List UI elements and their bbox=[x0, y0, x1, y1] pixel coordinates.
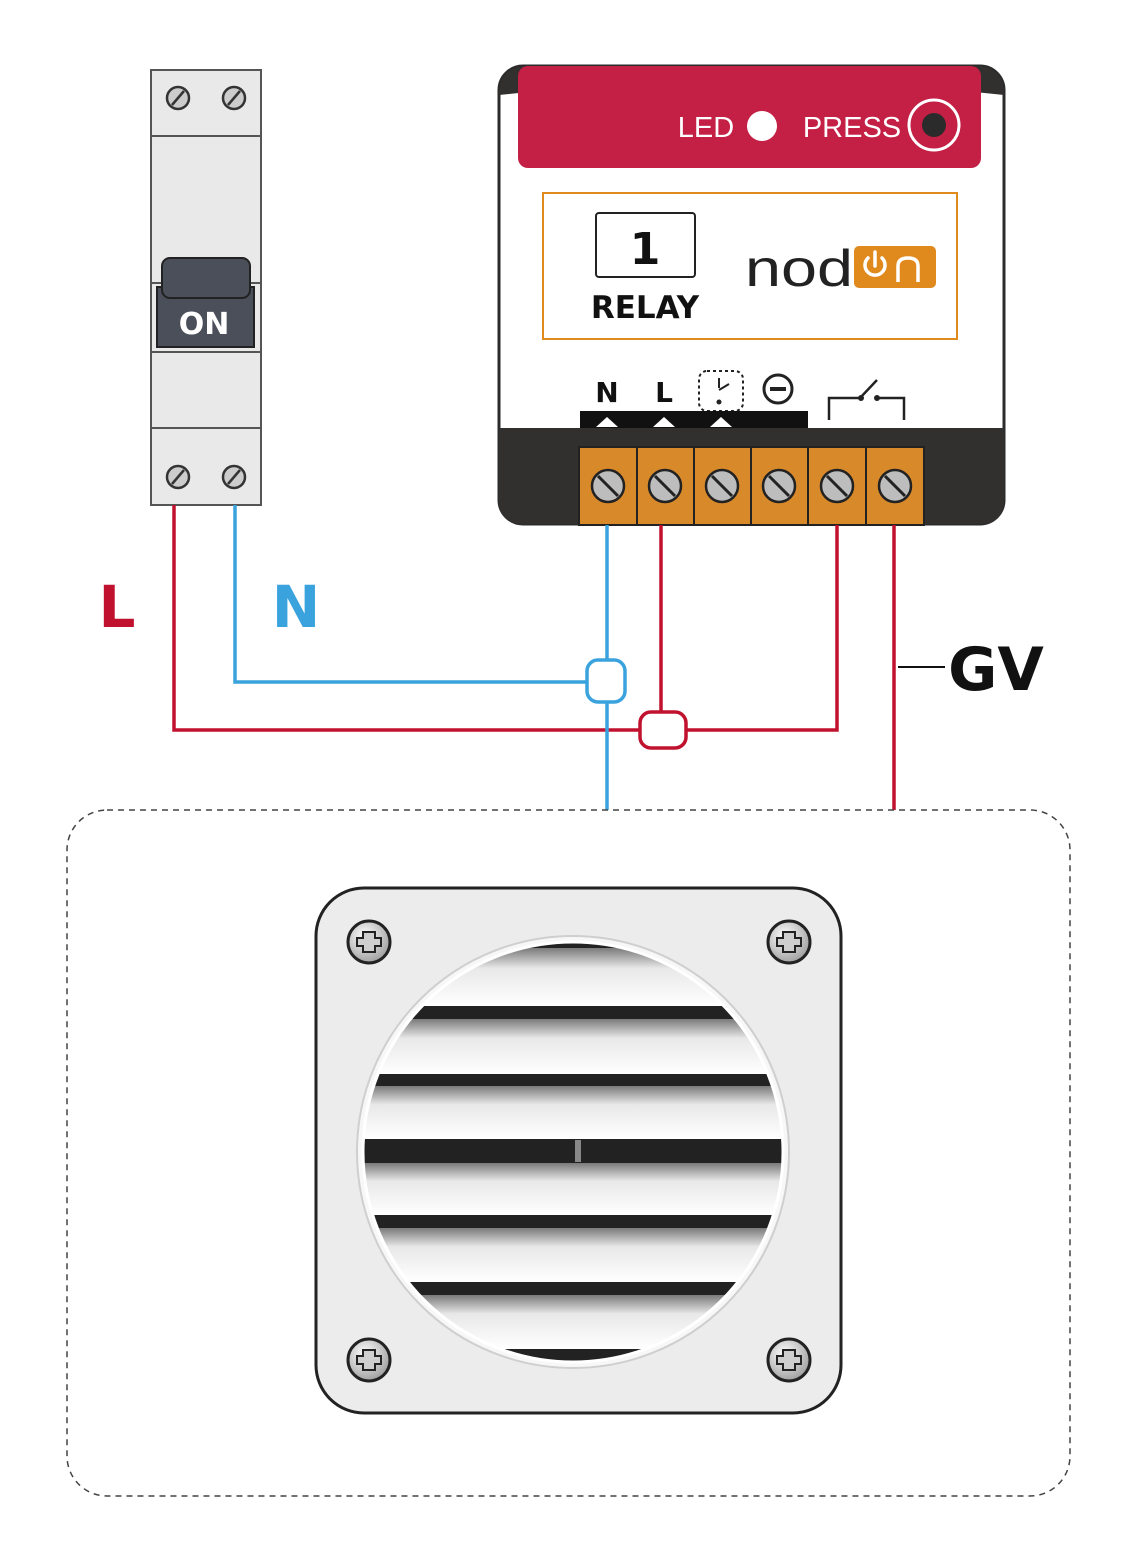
screw-icon bbox=[590, 468, 626, 504]
relay-header-panel bbox=[518, 66, 981, 168]
power-icon bbox=[863, 250, 887, 277]
relay-module: LED PRESS 1 RELAY nod N L bbox=[497, 64, 1006, 526]
screw-icon bbox=[647, 468, 683, 504]
fan-wire-label: GV bbox=[948, 635, 1044, 705]
neutral-wire bbox=[233, 505, 586, 684]
breaker-switch[interactable]: ON bbox=[156, 257, 255, 348]
svg-text:nod: nod bbox=[745, 240, 853, 298]
wires bbox=[172, 505, 945, 810]
screw-icon bbox=[766, 919, 812, 965]
brand-logo: nod bbox=[745, 240, 936, 298]
live-junction bbox=[638, 710, 688, 750]
screw-icon bbox=[346, 1337, 392, 1383]
neutral-junction bbox=[585, 658, 627, 704]
led-label: LED bbox=[678, 112, 734, 144]
live-wire bbox=[172, 505, 640, 732]
screw-icon bbox=[221, 85, 247, 111]
screw-icon bbox=[165, 85, 191, 111]
screw-icon bbox=[761, 468, 797, 504]
live-wire-label: L bbox=[99, 573, 136, 641]
breaker-switch-label: ON bbox=[179, 307, 230, 342]
screw-icon bbox=[165, 464, 191, 490]
ventilation-grille-icon bbox=[314, 886, 843, 1415]
screw-icon bbox=[819, 468, 855, 504]
led-indicator bbox=[747, 111, 777, 141]
live-to-relay-contact bbox=[686, 525, 839, 732]
terminal-label-l: L bbox=[655, 376, 673, 409]
press-label: PRESS bbox=[803, 112, 901, 144]
fan-area-boundary bbox=[66, 809, 1071, 1497]
relay-type-label: RELAY bbox=[591, 290, 700, 326]
terminal-block bbox=[578, 446, 925, 526]
relay-channel-number: 1 bbox=[630, 224, 661, 275]
screw-icon bbox=[766, 1337, 812, 1383]
screw-icon bbox=[346, 919, 392, 965]
relay-contact-icon bbox=[827, 379, 906, 420]
press-button[interactable] bbox=[907, 98, 961, 152]
neutral-wire-label: N bbox=[272, 573, 321, 641]
terminal-label-n: N bbox=[595, 376, 618, 409]
minus-circle-icon bbox=[762, 373, 794, 405]
screw-icon bbox=[877, 468, 913, 504]
screw-icon bbox=[704, 468, 740, 504]
screw-icon bbox=[221, 464, 247, 490]
circuit-breaker: ON bbox=[150, 69, 262, 506]
